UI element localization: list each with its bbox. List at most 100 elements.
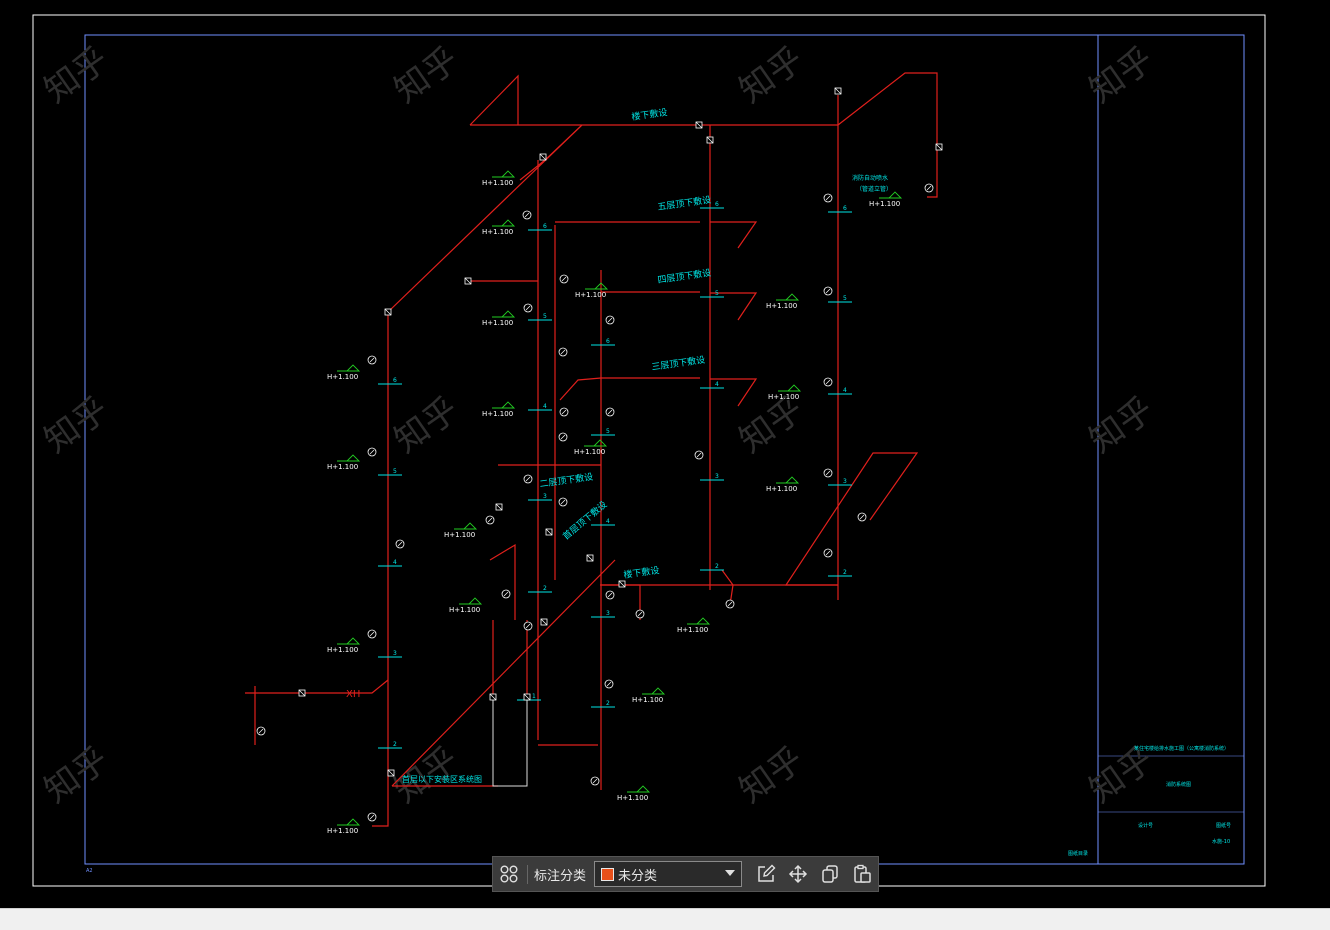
watermark: 知乎 — [37, 39, 116, 111]
svg-text:H+1.100: H+1.100 — [766, 485, 797, 493]
watermark: 知乎 — [37, 389, 116, 461]
level-number: 6 — [543, 223, 547, 230]
copy-icon — [822, 865, 838, 883]
level-number: 3 — [715, 473, 719, 480]
svg-text:H+1.100: H+1.100 — [449, 606, 480, 614]
label-floor-1: 楼下敷设 — [623, 564, 660, 581]
svg-text:H+1.100: H+1.100 — [327, 827, 358, 835]
pipe-symbols — [256, 87, 943, 822]
sprinkler-icon — [924, 183, 934, 193]
sprinkler-icon — [725, 599, 735, 609]
valve-icon — [618, 580, 626, 588]
sprinkler-icon — [558, 432, 568, 442]
pipe-misc-2 — [519, 124, 583, 181]
drawing-title: 首层以下安装区系统图 — [402, 774, 482, 784]
paste-icon — [854, 864, 871, 883]
title-block-bottom-right: 水施-10 — [1212, 838, 1230, 845]
valve-icon — [464, 277, 472, 285]
svg-text:H+1.100: H+1.100 — [575, 291, 606, 299]
valve-icon — [298, 689, 306, 697]
label-floor-6: 五层顶下敷设 — [657, 194, 712, 213]
level-number: 6 — [715, 201, 719, 208]
svg-text:知乎: 知乎 — [37, 39, 116, 111]
corner-stamp: 图纸目录 — [1068, 850, 1088, 857]
paste-button[interactable] — [846, 857, 878, 891]
watermark: 知乎 — [1082, 389, 1161, 461]
svg-text:H+1.100: H+1.100 — [482, 410, 513, 418]
sprinkler-icon — [604, 679, 614, 689]
svg-text:知乎: 知乎 — [732, 39, 811, 111]
elevation-marker: H+1.100 — [482, 401, 516, 418]
title-block-right-cell: 图纸号 — [1216, 822, 1231, 829]
elevation-marker: H+1.100 — [444, 522, 478, 539]
watermark: 知乎 — [1082, 39, 1161, 111]
pipe-left-riser — [372, 124, 583, 827]
elevation-marker: H+1.100 — [327, 637, 361, 654]
level-number: 5 — [606, 428, 610, 435]
grid-button[interactable] — [493, 857, 525, 891]
elevation-marker: H+1.100 — [617, 785, 651, 802]
category-select-value: 未分类 — [618, 868, 658, 884]
sprinkler-icon — [501, 589, 511, 599]
level-number: 2 — [843, 569, 847, 576]
status-bar — [0, 908, 1330, 930]
elevation-marker: H+1.100 — [327, 454, 361, 471]
elevation-marker: H+1.100 — [574, 439, 608, 456]
valve-icon — [935, 143, 943, 151]
stub-r1 — [710, 221, 758, 249]
svg-text:知乎: 知乎 — [37, 389, 116, 461]
level-number: 4 — [543, 403, 547, 410]
svg-text:H+1.100: H+1.100 — [869, 200, 900, 208]
copy-button[interactable] — [814, 857, 846, 891]
svg-text:H+1.100: H+1.100 — [617, 794, 648, 802]
annotation-layer: 楼下敷设 五层顶下敷设 四层顶下敷设 三层顶下敷设 二层顶下敷设 首层顶下敷设 … — [402, 106, 892, 784]
cad-drawing: 知乎知乎知乎知乎知乎知乎知乎知乎知乎知乎知乎知乎 — [32, 14, 1266, 887]
sprinkler-icon — [522, 210, 532, 220]
level-number: 6 — [606, 338, 610, 345]
sprinkler-icon — [823, 377, 833, 387]
level-number: 2 — [393, 741, 397, 748]
svg-text:H+1.100: H+1.100 — [677, 626, 708, 634]
sprinkler-icon — [523, 621, 533, 631]
svg-text:H+1.100: H+1.100 — [327, 463, 358, 471]
level-number: 3 — [543, 493, 547, 500]
sprinkler-icon — [367, 629, 377, 639]
elevation-marker: H+1.100 — [575, 282, 609, 299]
svg-text:H+1.100: H+1.100 — [482, 179, 513, 187]
level-number: 2 — [543, 585, 547, 592]
level-number: 4 — [843, 387, 847, 394]
watermark: 知乎 — [387, 389, 466, 461]
note-sublabel: （管道立管） — [856, 185, 892, 193]
level-number: 3 — [393, 650, 397, 657]
outer-frame — [32, 14, 1266, 887]
valve-icon — [834, 87, 842, 95]
pipe-network — [245, 72, 938, 827]
move-button[interactable] — [782, 857, 814, 891]
sprinkler-icon — [823, 548, 833, 558]
svg-text:H+1.100: H+1.100 — [574, 448, 605, 456]
edit-icon — [758, 864, 776, 882]
elevation-marker: H+1.100 — [766, 476, 800, 493]
watermark: 知乎 — [37, 739, 116, 811]
stub-r2 — [710, 292, 758, 321]
sprinkler-icon — [857, 512, 867, 522]
valve-icon — [695, 121, 703, 129]
watermark: 知乎 — [387, 39, 466, 111]
sprinkler-icon — [367, 355, 377, 365]
svg-text:知乎: 知乎 — [387, 389, 466, 461]
category-select[interactable]: 未分类 — [594, 861, 743, 887]
valve-icon — [495, 503, 503, 511]
drawing-viewport[interactable]: 知乎知乎知乎知乎知乎知乎知乎知乎知乎知乎知乎知乎 — [0, 0, 1330, 908]
svg-text:H+1.100: H+1.100 — [632, 696, 663, 704]
svg-text:知乎: 知乎 — [387, 39, 466, 111]
edit-button[interactable] — [750, 857, 782, 891]
level-number: 5 — [715, 290, 719, 297]
valve-icon — [545, 528, 553, 536]
label-floor-2: 首层顶下敷设 — [560, 498, 609, 542]
sheet-size: A2 — [86, 868, 93, 874]
level-number: 1 — [532, 693, 536, 700]
title-block-sheet: 消防系统图 — [1166, 781, 1191, 788]
sprinkler-icon — [523, 303, 533, 313]
label-floor-4: 三层顶下敷设 — [651, 354, 706, 373]
